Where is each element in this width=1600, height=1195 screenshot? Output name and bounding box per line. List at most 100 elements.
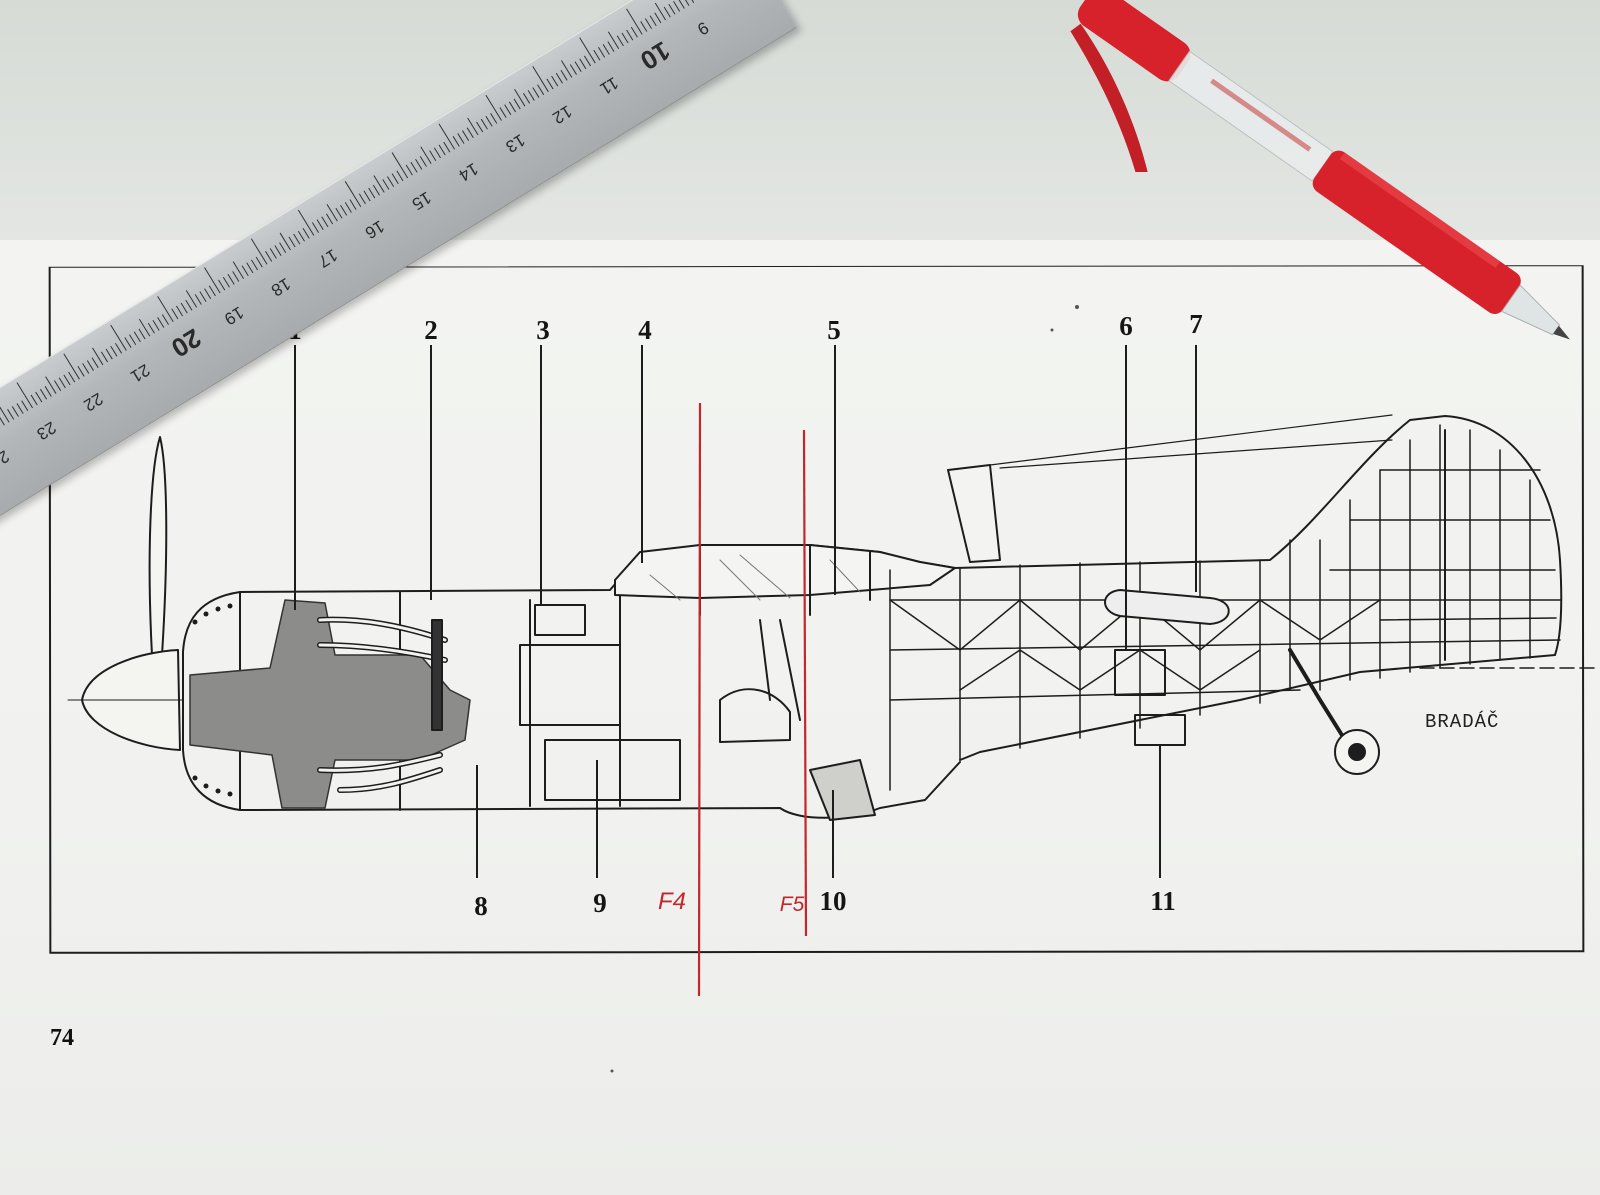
ruler-tick (110, 345, 118, 357)
ruler-tick (602, 44, 610, 55)
ruler-tick (311, 222, 320, 234)
ruler-tick (86, 360, 94, 371)
callout-2: 2 (424, 315, 438, 345)
callout-11: 11 (1150, 886, 1176, 916)
radiator (809, 759, 876, 821)
ruler-tick (480, 118, 488, 130)
ruler-tick (321, 216, 329, 228)
ruler-tick (574, 61, 582, 73)
ruler-tick (372, 184, 381, 196)
ruler-ticks (0, 0, 699, 429)
ruler-tick (105, 348, 113, 360)
ruler-tick (180, 302, 188, 314)
callout-8: 8 (474, 891, 488, 921)
ruler-tick (344, 202, 352, 213)
ruler-tick (129, 334, 137, 346)
callout-5: 5 (827, 315, 841, 345)
ruler-tick (326, 213, 334, 225)
ruler-tick (54, 380, 62, 392)
ruler-tick (508, 101, 517, 113)
ruler-tick (443, 141, 451, 153)
ruler-tick (115, 342, 123, 354)
ruler-tick (302, 228, 310, 239)
ruler-tick (607, 41, 615, 52)
ruler-tick (344, 181, 362, 208)
callout-4: 4 (638, 315, 652, 345)
ruler-tick (485, 94, 502, 121)
ruler-tick (297, 230, 306, 242)
oxygen-bottle (1104, 589, 1230, 625)
ruler-tick (349, 199, 357, 211)
ruler-tick (452, 136, 460, 147)
ruler-tick (335, 207, 343, 219)
ruler-tick (649, 15, 657, 27)
ruler-tick (621, 32, 629, 44)
ruler-tick (532, 87, 540, 98)
station-line-f5 (802, 429, 808, 937)
ruler-tick (297, 209, 315, 236)
page-number: 74 (50, 1025, 74, 1051)
ruler-tick (30, 394, 38, 406)
ruler-tick (358, 193, 366, 205)
station-label-f5: F5 (779, 893, 805, 916)
ruler-tick (63, 374, 71, 386)
ruler-tick (199, 291, 207, 302)
callout-9: 9 (593, 888, 607, 918)
ruler-tick (654, 12, 662, 24)
ruler-tick (16, 382, 34, 409)
ruler-tick (396, 170, 404, 182)
ruler-tick (415, 159, 423, 170)
ruler-tick (7, 409, 15, 420)
ruler-tick (527, 90, 535, 101)
ruler-tick (185, 299, 193, 311)
ruler-tick (218, 279, 226, 291)
ruler-tick (644, 18, 653, 29)
ruler-tick (419, 156, 427, 167)
ruler-tick (316, 219, 324, 231)
ruler-tick (0, 405, 10, 423)
ruler-tick (340, 205, 348, 216)
ruler-tick (16, 403, 24, 415)
callout-6: 6 (1119, 311, 1133, 341)
engine-block (189, 599, 471, 809)
ruler-tick (513, 98, 521, 110)
ruler-tick (274, 245, 282, 256)
ruler-tick (626, 29, 634, 41)
ruler-tick (490, 113, 498, 124)
ruler-tick (92, 347, 104, 366)
ruler-tick (640, 21, 648, 32)
ruler-tick (208, 285, 216, 297)
ruler-tick (241, 265, 249, 277)
ruler-tick (616, 35, 624, 47)
ruler-tick (138, 328, 146, 340)
ruler-tick (204, 288, 212, 300)
ruler-tick (45, 376, 57, 394)
ruler-tick (626, 8, 643, 35)
ruler-tick (466, 127, 474, 139)
ruler-tick (204, 267, 221, 294)
ruler-tick (593, 49, 601, 61)
ruler-tick (133, 331, 141, 343)
ruler-tick (63, 353, 80, 380)
ruler-tick (438, 123, 456, 150)
ruler-tick (250, 238, 268, 265)
ruler-tick (673, 0, 681, 12)
ruler-tick (532, 66, 549, 93)
ruler-tick (433, 147, 442, 159)
ruler-tick (100, 351, 109, 363)
ruler-tick (152, 319, 160, 331)
callout-3: 3 (536, 315, 550, 345)
ruler-tick (546, 78, 554, 90)
ruler-tick (255, 256, 263, 268)
ruler-tick (222, 276, 230, 288)
ruler-tick (668, 3, 676, 15)
ruler-tick (537, 84, 545, 96)
ruler-tick (232, 261, 245, 279)
station-line-f4 (697, 402, 702, 997)
ruler-tick (462, 130, 470, 142)
ruler-tick (499, 107, 507, 119)
ruler-tick (11, 406, 19, 417)
